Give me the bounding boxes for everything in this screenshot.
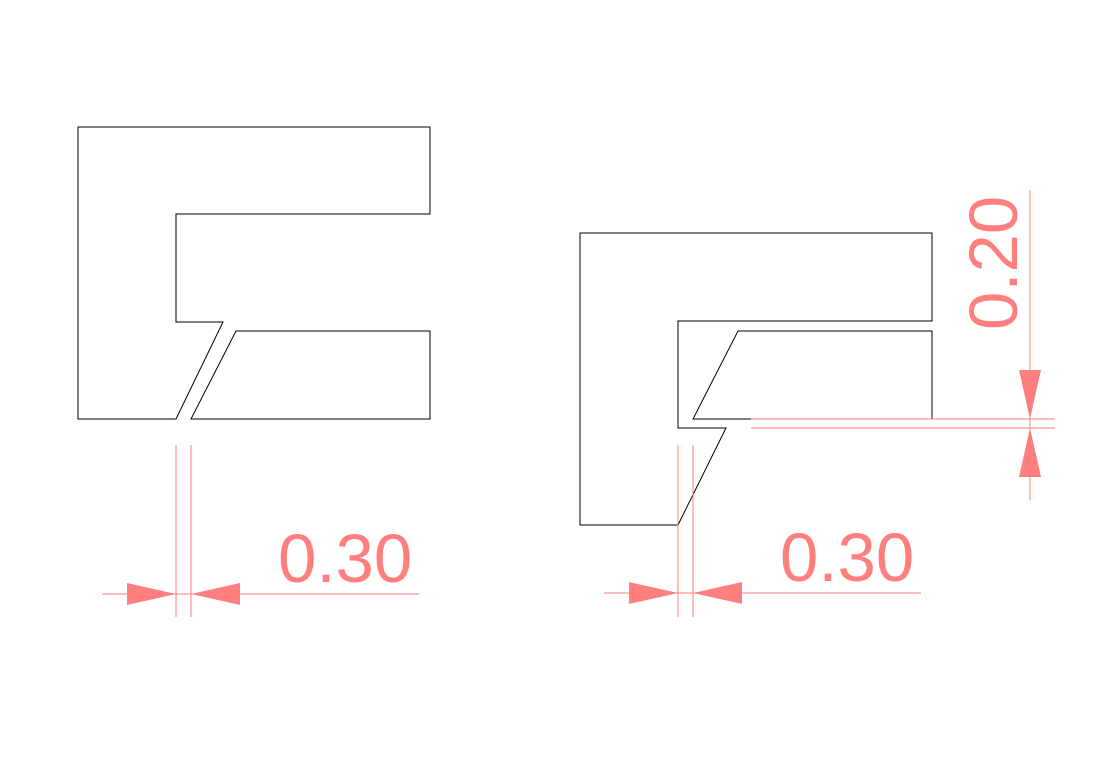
right-arrowhead-right (629, 582, 678, 604)
right-detail: 0.30 0.20 (579, 190, 1055, 617)
left-slanted-bar (190, 330, 431, 420)
right-dimension-label: 0.30 (780, 519, 914, 596)
left-arrowhead-right (127, 583, 176, 605)
right-arrowhead-left (693, 582, 742, 604)
left-l-profile (77, 126, 431, 420)
left-detail: 0.30 (77, 126, 431, 617)
vertical-dimension-label: 0.20 (955, 196, 1032, 330)
right-slanted-bar (692, 330, 933, 420)
vertical-arrowhead-down (1019, 370, 1041, 419)
vertical-arrowhead-up (1019, 428, 1041, 477)
right-l-profile (579, 232, 933, 526)
left-arrowhead-left (191, 583, 240, 605)
left-dimension-label: 0.30 (278, 520, 412, 597)
